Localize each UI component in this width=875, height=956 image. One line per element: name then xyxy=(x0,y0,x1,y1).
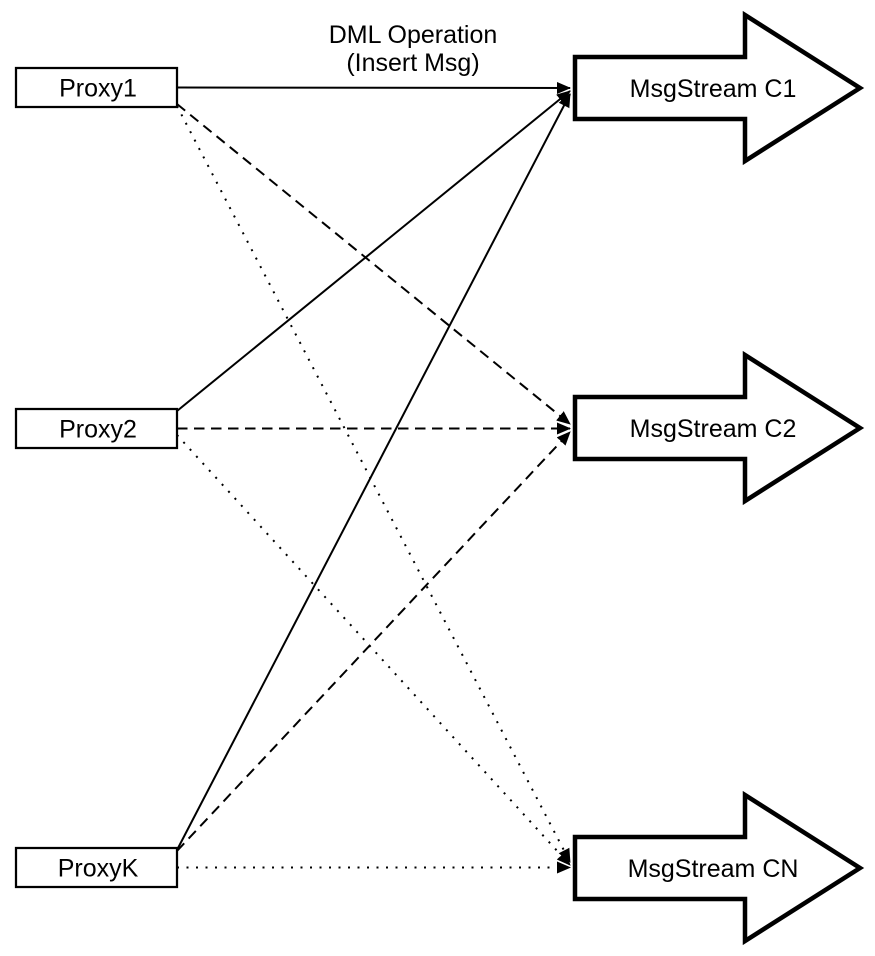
proxy1-node: Proxy1 xyxy=(14,66,179,109)
edge-proxyk-to-c1-solid xyxy=(176,93,571,851)
edge-proxy1-to-cn-dotted xyxy=(176,105,571,863)
msgstream-c2-label: MsgStream C2 xyxy=(630,415,797,443)
proxy1-label: Proxy1 xyxy=(59,75,137,103)
proxyk-node: ProxyK xyxy=(14,846,179,889)
edge-proxy1-to-c2-dashed xyxy=(176,103,571,425)
diagram-title-line2: (Insert Msg) xyxy=(346,49,479,77)
msgstream-c1-arrow xyxy=(572,10,865,166)
msgstream-c1-node: MsgStream C1 xyxy=(572,10,865,166)
edge-proxy2-to-cn-dotted xyxy=(176,434,571,866)
msgstream-cn-arrow xyxy=(572,790,865,946)
edge-proxy2-to-c1-solid xyxy=(176,90,571,412)
edge-proxy1-to-c1-solid xyxy=(176,81,571,94)
proxyk-box xyxy=(14,846,179,889)
proxy1-box xyxy=(14,66,179,109)
proxy2-box xyxy=(14,407,179,450)
msgstream-c2-arrow xyxy=(572,350,865,506)
edge-proxyk-to-c2-dashed xyxy=(176,431,571,852)
msgstream-cn-label: MsgStream CN xyxy=(628,855,799,883)
proxyk-label: ProxyK xyxy=(58,855,139,883)
proxy2-node: Proxy2 xyxy=(14,407,179,450)
proxy2-label: Proxy2 xyxy=(59,416,137,444)
diagram-title-line1: DML Operation xyxy=(329,21,498,49)
msgstream-cn-node: MsgStream CN xyxy=(572,790,865,946)
msgstream-c1-label: MsgStream C1 xyxy=(630,75,797,103)
msgstream-c2-node: MsgStream C2 xyxy=(572,350,865,506)
